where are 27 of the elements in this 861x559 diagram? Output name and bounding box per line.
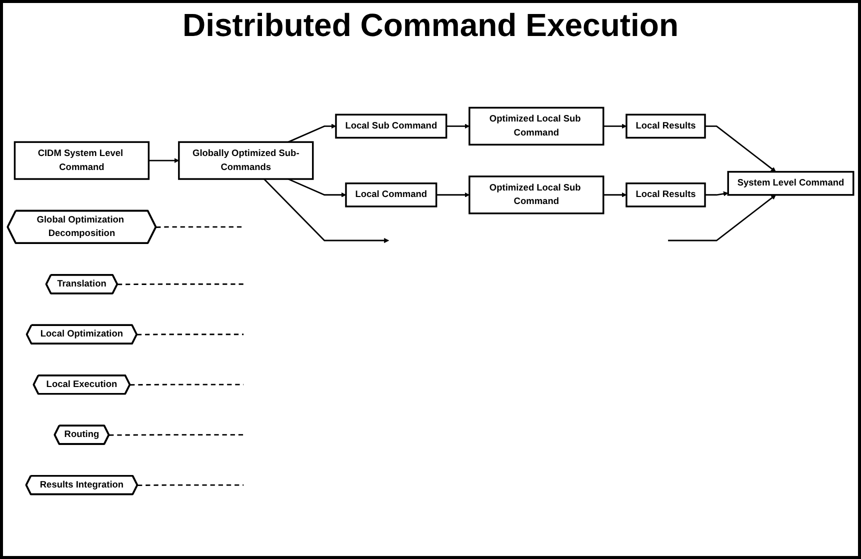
node-box: Optimized Local Sub Command: [468, 176, 604, 214]
connector: [130, 384, 244, 386]
node-box: Globally Optimized Sub-Commands: [178, 141, 314, 180]
node-box: System Level Command: [727, 170, 854, 196]
arrow: [603, 192, 627, 198]
arrow: [446, 124, 470, 129]
node-box: Local Results: [626, 182, 706, 208]
arrow: [148, 158, 180, 164]
arrow: [288, 124, 336, 143]
arrow: [288, 178, 346, 198]
node-box: Local Sub Command: [335, 114, 448, 139]
connector: [138, 484, 244, 486]
arrow: [436, 192, 470, 198]
arrow: [705, 191, 728, 196]
connector: [136, 334, 244, 336]
connector: [109, 434, 244, 436]
node-box: Local Command: [345, 182, 438, 208]
arrow: [705, 125, 776, 172]
connector: [118, 283, 244, 286]
diagram-title: Distributed Command Execution: [182, 7, 679, 44]
node-box: Optimized Local Sub Command: [468, 106, 604, 146]
arrow: [264, 178, 390, 244]
node-box: Local Results: [626, 114, 706, 139]
connector: [156, 226, 244, 228]
arrow: [603, 124, 627, 129]
arrow: [668, 194, 776, 242]
node-box: CIDM System Level Command: [14, 141, 150, 180]
